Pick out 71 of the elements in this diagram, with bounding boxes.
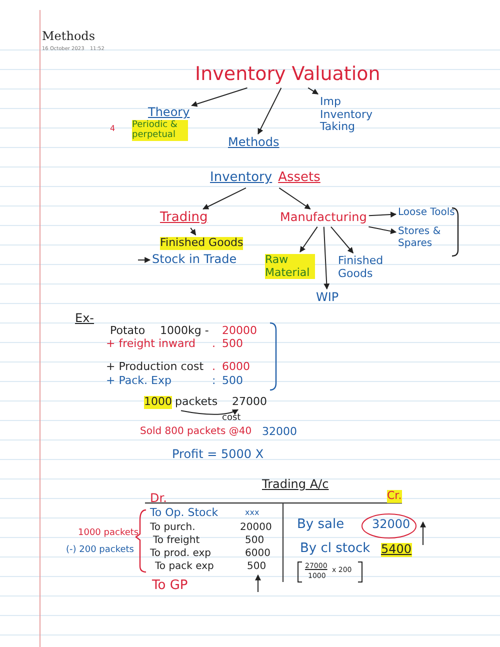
arrow (368, 212, 397, 218)
handwritten-text: To freight (153, 535, 200, 546)
handwritten-text: Potato (110, 325, 146, 338)
handwritten-text: 500 (247, 561, 266, 572)
amount-text: 32000 (262, 426, 297, 439)
handwritten-text: 500 (222, 375, 243, 388)
credit-heading: Cr. (387, 490, 402, 503)
profit-note: Profit = 5000 X (172, 448, 264, 462)
arrow (191, 87, 248, 107)
arrow (180, 409, 239, 415)
arrow (308, 87, 318, 95)
branch-label: Imp Inventory Taking (320, 96, 382, 134)
branch-label: Stores & Spares (398, 226, 448, 249)
debit-heading: Dr. (150, 492, 167, 506)
gross-profit-entry: To GP (152, 579, 188, 594)
branch-label: Loose Tools (398, 207, 455, 218)
sold-note: Sold 800 packets @40 (140, 426, 252, 438)
highlighted-note: Periodic & perpetual (132, 120, 188, 141)
arrow (323, 226, 330, 290)
amount-text: 27000 (232, 396, 267, 409)
example-heading: Ex- (75, 312, 94, 326)
highlighted-amount: 5400 (381, 543, 412, 557)
handwritten-text: 500 (245, 535, 264, 546)
edge-label: cost (222, 412, 241, 423)
side-note: 1000 packets (78, 528, 139, 538)
handwritten-text: xxx (245, 508, 260, 518)
handwritten-text: 1000kg - (160, 325, 209, 338)
arrow (330, 226, 354, 254)
arrow (278, 187, 311, 210)
handwritten-text: By cl stock (300, 542, 370, 557)
callout-number: 4 (110, 124, 116, 134)
handwritten-text: . (212, 361, 216, 374)
branch-label: Finished Goods (338, 255, 393, 280)
handwritten-text: To purch. (150, 522, 196, 534)
handwritten-text: 20000 (240, 522, 272, 534)
highlighted-label: Finished Goods (160, 237, 244, 250)
arrow (300, 226, 318, 252)
heading-text: Assets (278, 170, 320, 185)
arrow (258, 87, 282, 135)
side-note: (-) 200 packets (66, 545, 134, 556)
handwritten-text: : (212, 375, 216, 388)
branch-label: WIP (316, 291, 339, 305)
handwritten-text: By sale (297, 518, 344, 533)
arrow (138, 257, 151, 263)
arrow (202, 187, 246, 210)
handwritten-text: + Pack. Exp (106, 375, 172, 388)
branch-label: Stock in Trade (152, 253, 237, 267)
handwritten-text: + Production cost (106, 361, 204, 374)
page-title: Methods (42, 30, 96, 44)
handwritten-text: 500 (222, 338, 243, 351)
handwritten-text: + freight inward (106, 338, 196, 351)
handwritten-text: To pack exp (155, 561, 214, 572)
highlighted-label: Raw Material (265, 254, 315, 280)
handwritten-text: To Op. Stock (150, 507, 218, 520)
branch-label: Methods (228, 136, 280, 150)
handwritten-text: packets (175, 396, 218, 409)
circled-amount: 32000 (372, 518, 410, 532)
arrow (190, 227, 196, 236)
handwritten-text: To prod. exp (150, 548, 212, 560)
handwritten-text: . (212, 338, 216, 351)
handwritten-text: 1000 (144, 396, 172, 409)
handwritten-text: 6000 (222, 361, 250, 374)
main-heading: Inventory Valuation (195, 64, 380, 86)
branch-label: Trading (160, 211, 208, 226)
handwritten-text: 20000 (222, 325, 257, 338)
account-heading: Trading A/c (262, 478, 329, 492)
heading-text: Inventory (210, 170, 272, 185)
handwritten-text: 6000 (245, 548, 270, 560)
arrow (368, 226, 397, 234)
branch-label: Theory (148, 106, 190, 120)
branch-label: Manufacturing (280, 211, 367, 225)
